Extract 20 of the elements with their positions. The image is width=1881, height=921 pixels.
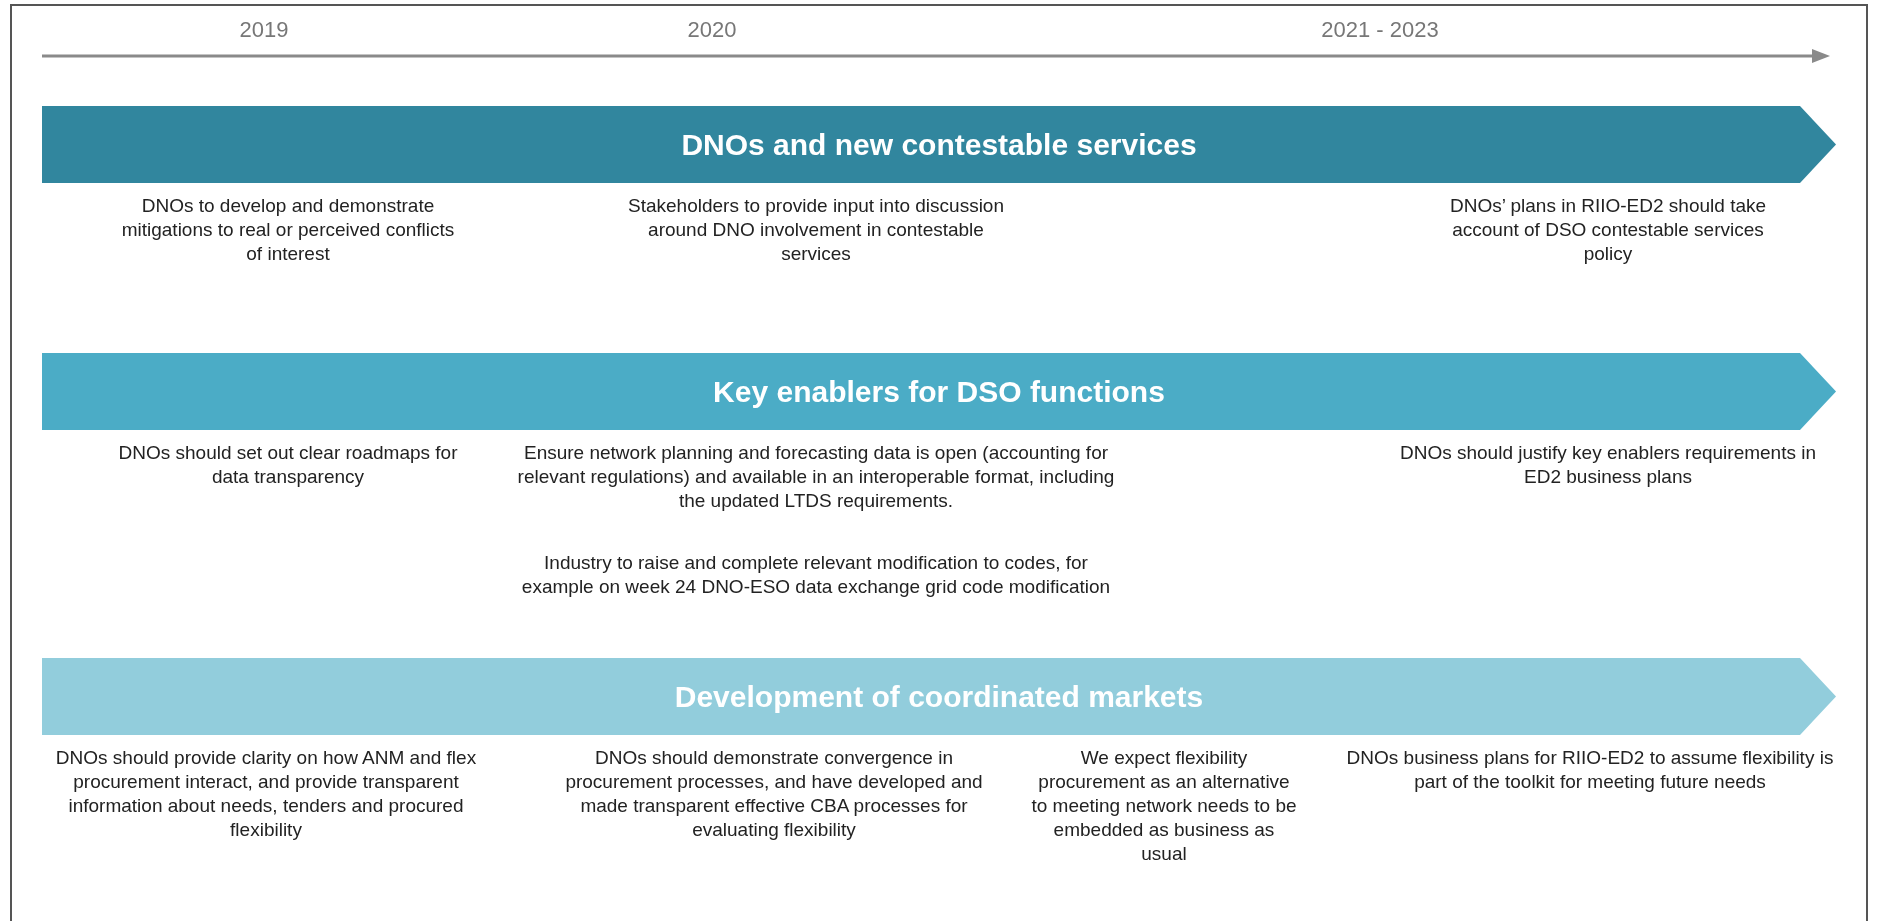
band-title: Key enablers for DSO functions [712,374,1166,410]
action-text: DNOs business plans for RIIO-ED2 to assume flexibility is part of the toolkit for meeting future needs [1345,746,1835,794]
year-label: 2019 [238,18,290,42]
year-label: 2021 - 2023 [1320,18,1440,42]
chevron-band [42,106,1836,183]
action-text: DNOs should set out clear roadmaps for data transparency [118,441,458,489]
action-text: Ensure network planning and forecasting data is open (accounting for relevant regulations) and available in an interoperable format, including the updated LTDS requirements. [516,441,1116,513]
action-text: DNOs’ plans in RIIO-ED2 should take account of DSO contestable services policy [1448,194,1768,266]
action-text: DNOs should demonstrate convergence in procurement processes, and have developed and made transparent effective CBA processes for evaluating flexibility [564,746,984,842]
action-text: DNOs should provide clarity on how ANM and flex procurement interact, and provide transparent information about needs, tenders and procured flexibility [54,746,478,842]
chevron-band [42,353,1836,430]
action-text: Stakeholders to provide input into discussion around DNO involvement in contestable services [627,194,1005,266]
band-title: Development of coordinated markets [673,679,1205,715]
action-text: Industry to raise and complete relevant modification to codes, for example on week 24 DNO-ESO data exchange grid code modification [520,551,1112,599]
band-title: DNOs and new contestable services [680,127,1198,163]
action-text: DNOs should justify key enablers requirements in ED2 business plans [1398,441,1818,489]
action-text: DNOs to develop and demonstrate mitigations to real or perceived conflicts of interest [120,194,456,266]
year-label: 2020 [686,18,738,42]
action-text: We expect flexibility procurement as an alternative to meeting network needs to be embedded as business as usual [1030,746,1298,866]
chevron-band [42,658,1836,735]
